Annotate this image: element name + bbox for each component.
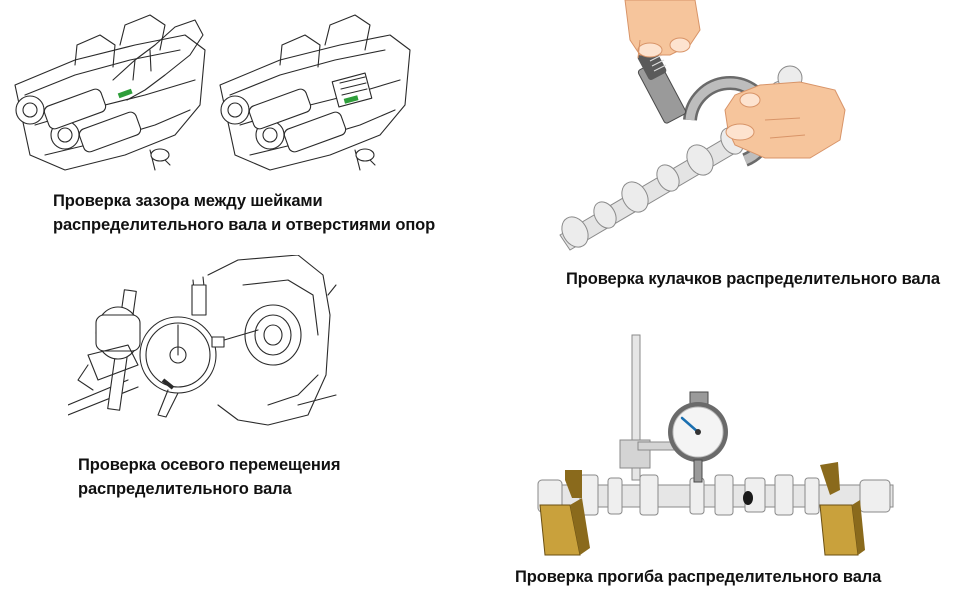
v-block-left (539, 470, 590, 556)
caption-clearance-line2: распределительного вала и отверстиями оп… (53, 216, 436, 234)
caption-clearance-line1: Проверка зазора между шейками (53, 192, 323, 210)
v-block-right (819, 462, 865, 556)
hand-top (624, 0, 701, 59)
dial-indicator-stand (87, 289, 141, 411)
head-drawing-right (219, 14, 411, 171)
runout-dial-indicator (668, 391, 728, 483)
dial-indicator (139, 316, 259, 418)
camshaft-horizontal (537, 474, 894, 516)
head-drawing-left (14, 14, 206, 171)
caption-runout: Проверка прогиба распределительного вала (515, 568, 882, 586)
hand-right (724, 81, 846, 159)
cam-check-illustration (550, 0, 850, 255)
indicator-stand-rod (631, 334, 641, 481)
caption-cams: Проверка кулачков распределительного вал… (566, 270, 940, 288)
caption-axial-line2: распределительного вала (78, 480, 292, 498)
axial-play-illustration (68, 255, 338, 430)
clearance-illustrations (5, 5, 415, 180)
caption-axial-line1: Проверка осевого перемещения (78, 456, 341, 474)
engine-block (68, 255, 337, 426)
runout-illustration (520, 330, 900, 565)
